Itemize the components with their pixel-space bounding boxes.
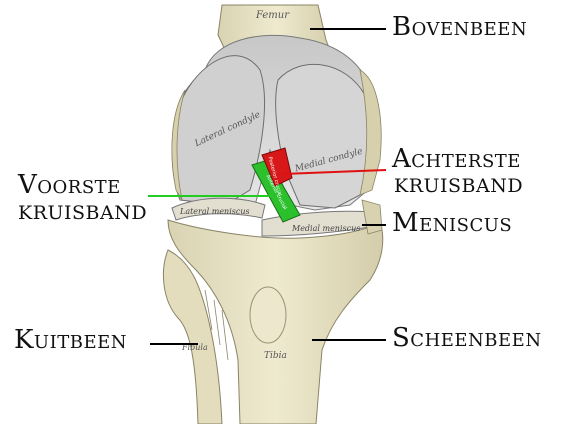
label-achterste-line2: kruisband — [394, 177, 523, 196]
tibial-tuberosity — [250, 287, 286, 343]
label-kuitbeen: Kuitbeen — [14, 327, 127, 353]
label-bovenbeen: Bovenbeen — [392, 14, 527, 40]
label-meniscus: Meniscus — [392, 210, 512, 236]
label-voorste-line1: Voorste — [18, 172, 121, 198]
femur-engraving: Femur — [255, 10, 290, 21]
label-voorste-line2: kruisband — [18, 204, 147, 223]
medial-meniscus-engraving: Medial meniscus — [291, 224, 360, 233]
tibia-engraving: Tibia — [264, 351, 287, 361]
label-achterste-line1: Achterste — [392, 146, 521, 172]
lateral-meniscus-engraving: Lateral meniscus — [179, 207, 250, 216]
label-scheenbeen: Scheenbeen — [392, 325, 542, 351]
